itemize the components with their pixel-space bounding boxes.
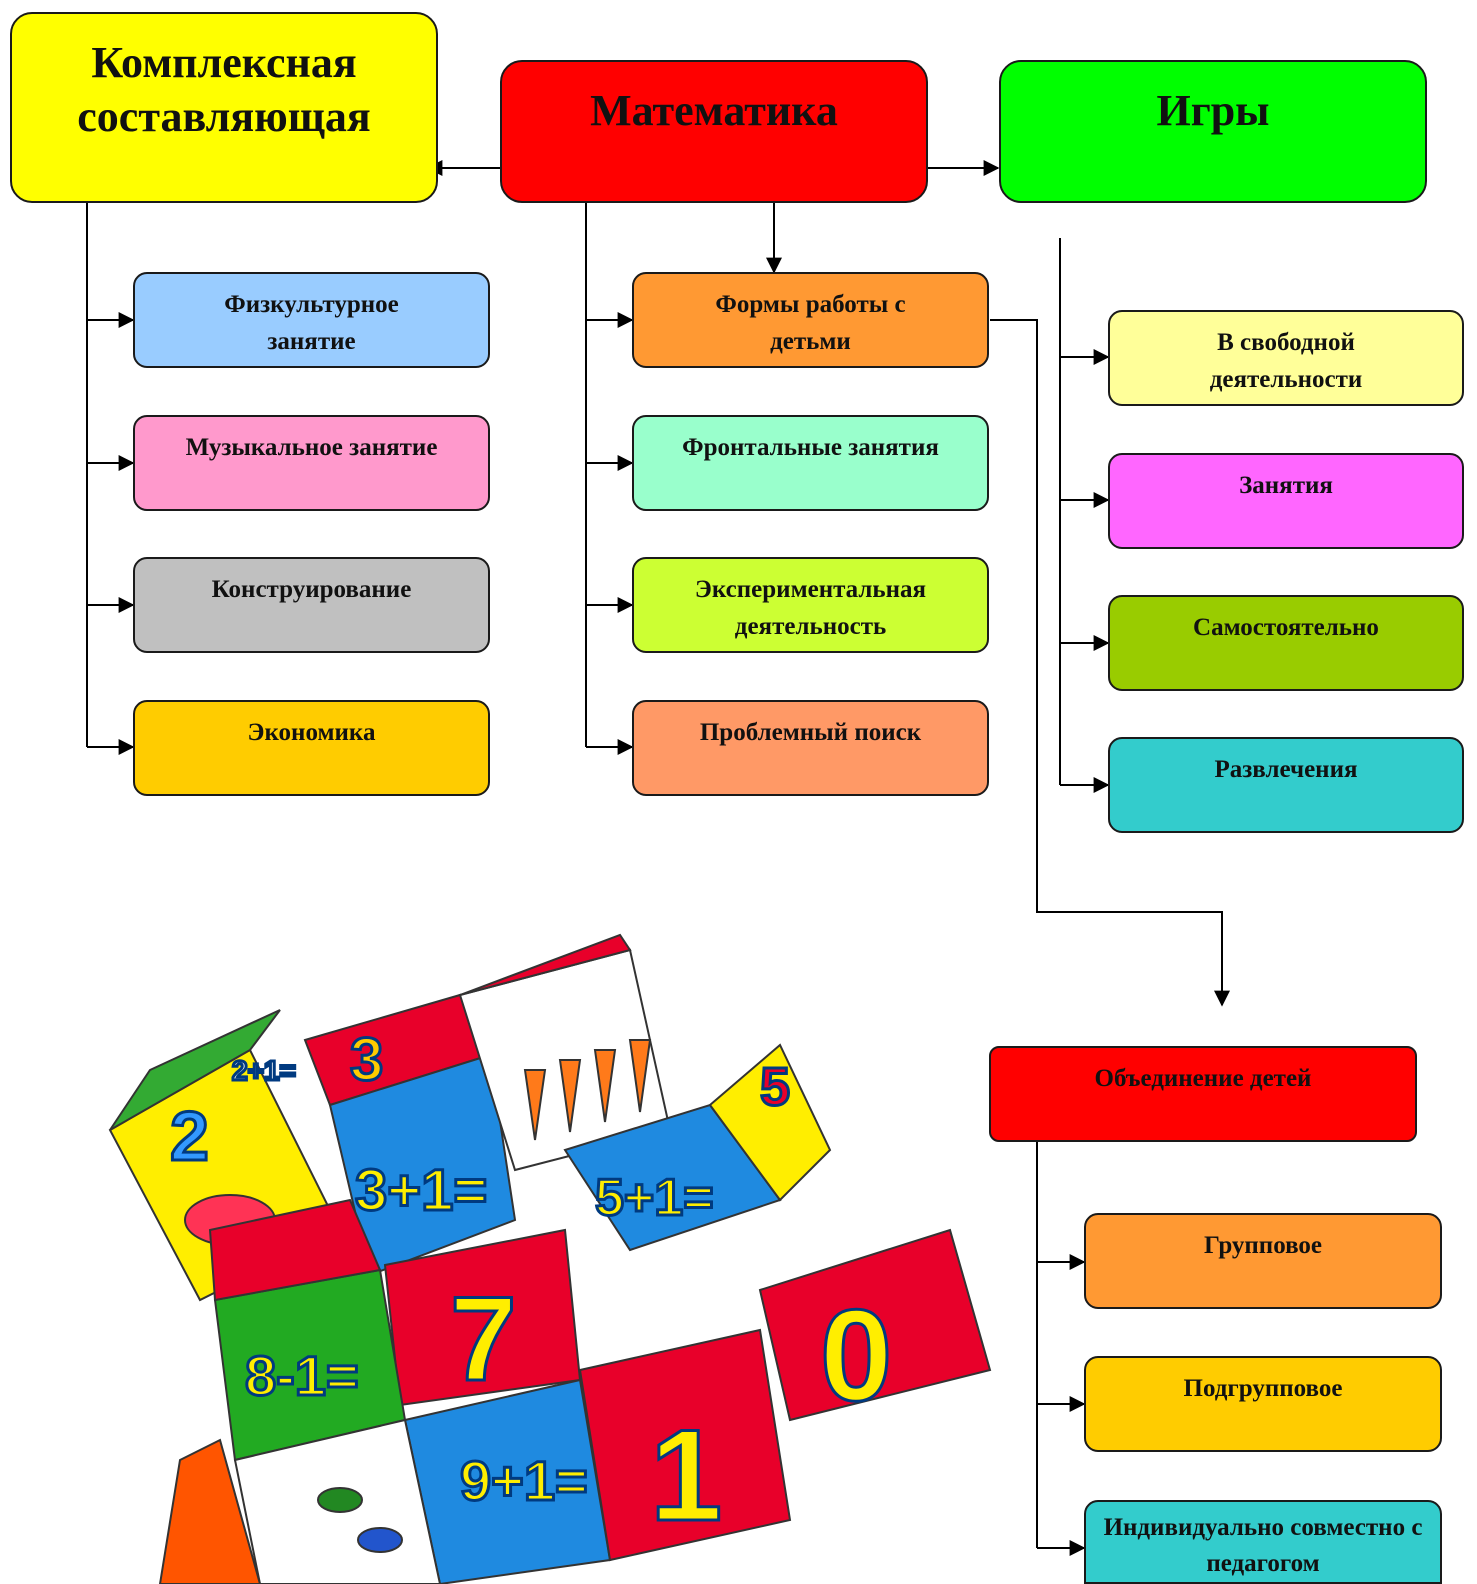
right-item-label: Занятия	[1239, 472, 1333, 499]
cube-text: 2	[170, 1097, 209, 1175]
grouping-item-label: Групповое	[1203, 1232, 1323, 1259]
right-item-0: В свободной деятельности	[1108, 310, 1464, 406]
complex-component-box: Комплексная составляющая	[10, 12, 438, 203]
grouping-item-2: Индивидуально совместно с педагогом	[1084, 1500, 1442, 1584]
math-box: Математика	[500, 60, 928, 203]
balls-icon	[708, 1043, 832, 1202]
right-item-label: Развлечения	[1214, 756, 1358, 783]
left-item-2: Конструирование	[133, 557, 490, 653]
left-item-0: Физкультурное занятие	[133, 272, 490, 368]
cube-text: 7	[450, 1272, 517, 1406]
number-cubes-photo: 2 2+1= 3 3+1= 5+1= 5 7 8-1= 9+1=	[108, 933, 992, 1584]
cube-text: 1	[650, 1402, 722, 1548]
grouping-label: Объединение детей	[1094, 1065, 1312, 1092]
games-box: Игры	[999, 60, 1427, 203]
grouping-item-label: Индивидуально совместно с педагогом	[1103, 1514, 1423, 1577]
cube-text: 5+1=	[595, 1169, 714, 1227]
middle-item-label: Экспериментальная деятельность	[694, 576, 927, 640]
middle-item-2: Экспериментальная деятельность	[632, 557, 989, 653]
math-label: Математика	[590, 86, 838, 135]
grouping-item-label: Подгрупповое	[1183, 1375, 1343, 1402]
left-item-1: Музыкальное занятие	[133, 415, 490, 511]
grouping-item-0: Групповое	[1084, 1213, 1442, 1309]
grouping-box: Объединение детей	[989, 1046, 1417, 1142]
arrow-forms-to-grouping	[990, 319, 1230, 1007]
right-item-1: Занятия	[1108, 453, 1464, 549]
right-item-3: Развлечения	[1108, 737, 1464, 833]
cube-text: 3+1=	[355, 1158, 487, 1223]
complex-component-label: Комплексная составляющая	[77, 38, 371, 141]
cube-text: 9+1=	[460, 1449, 588, 1512]
left-item-label: Конструирование	[211, 576, 412, 603]
cube-text: 3	[350, 1026, 383, 1093]
middle-item-label: Фронтальные занятия	[682, 434, 939, 461]
middle-item-label: Формы работы с детьми	[715, 291, 906, 355]
left-item-3: Экономика	[133, 700, 490, 796]
right-item-2: Самостоятельно	[1108, 595, 1464, 691]
left-item-label: Музыкальное занятие	[185, 434, 438, 461]
middle-item-label: Проблемный поиск	[699, 719, 922, 746]
middle-item-1: Фронтальные занятия	[632, 415, 989, 511]
cube-text: 8-1=	[245, 1344, 359, 1407]
games-label: Игры	[1156, 86, 1270, 135]
left-item-label: Экономика	[247, 719, 376, 746]
left-item-label: Физкультурное занятие	[224, 291, 399, 355]
right-item-label: В свободной деятельности	[1209, 329, 1363, 393]
cube-text: 5	[760, 1057, 790, 1117]
middle-item-0: Формы работы с детьми	[632, 272, 989, 368]
cube-text: 0	[820, 1282, 892, 1428]
right-item-label: Самостоятельно	[1193, 614, 1379, 641]
grouping-item-1: Подгрупповое	[1084, 1356, 1442, 1452]
cube-text: 2+1=	[232, 1055, 296, 1086]
middle-item-3: Проблемный поиск	[632, 700, 989, 796]
